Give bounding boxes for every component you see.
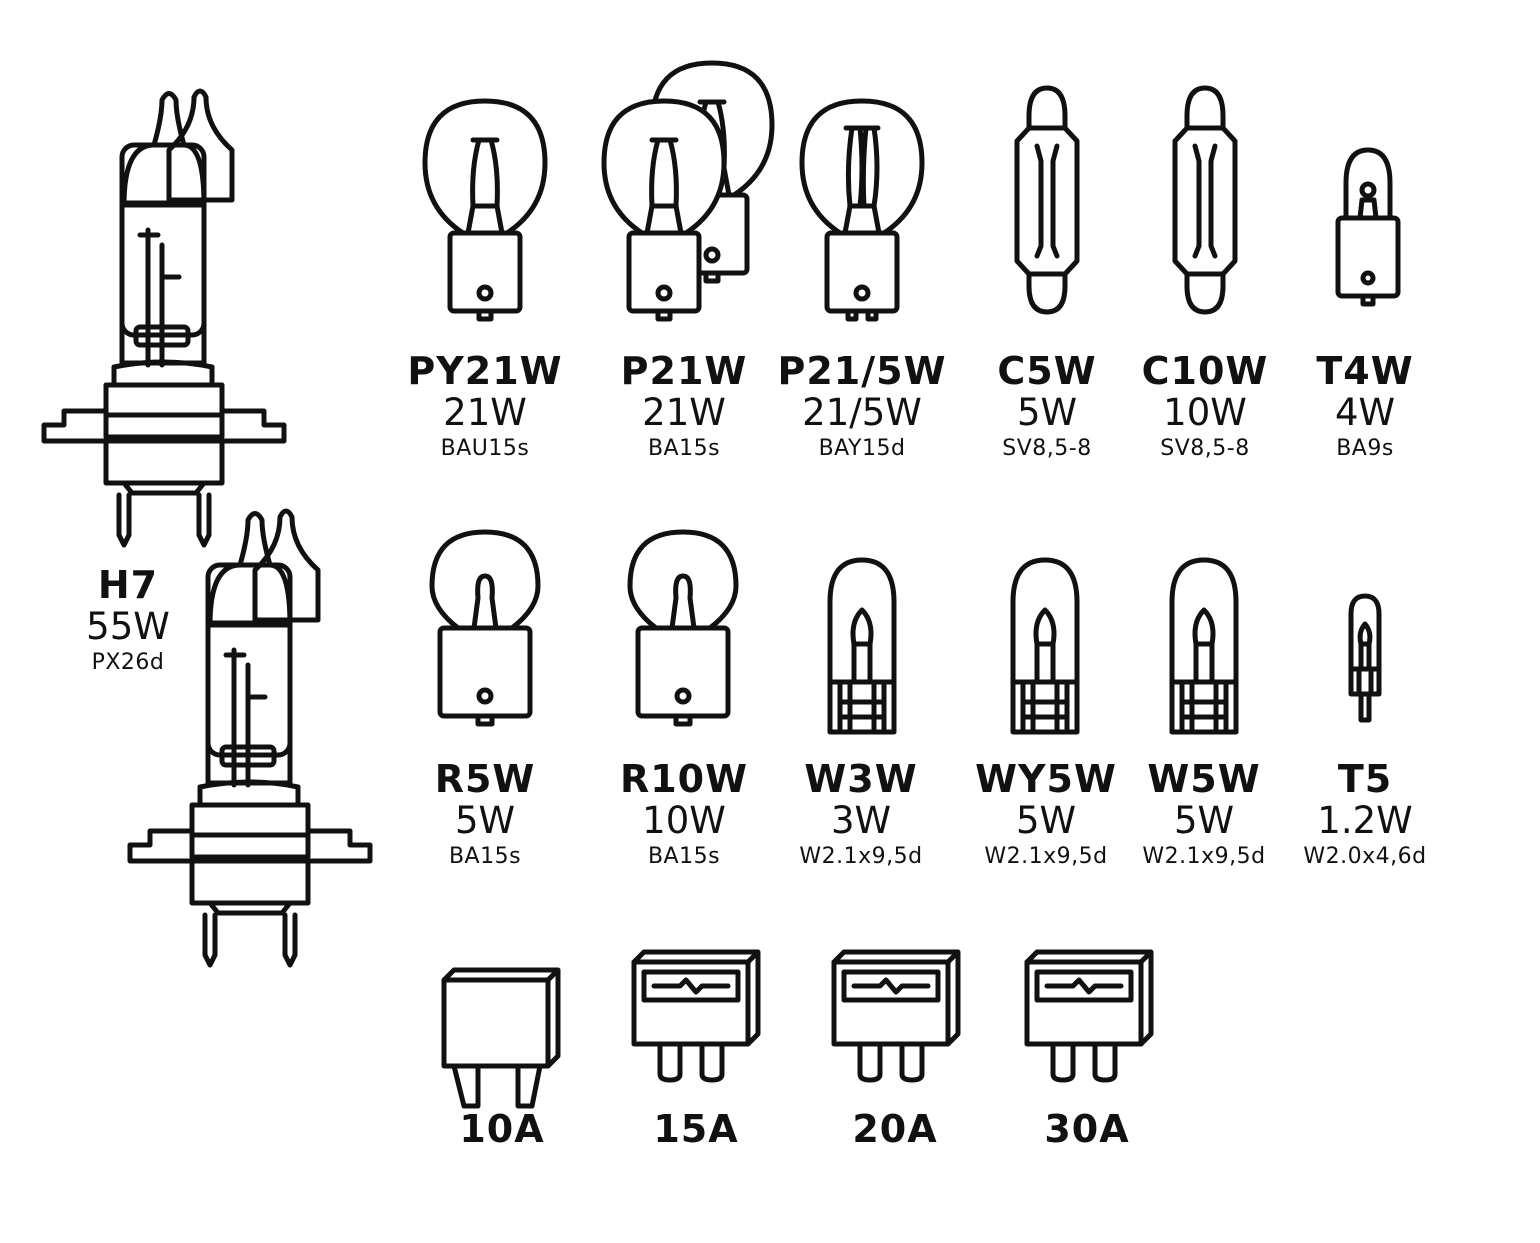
h7-halogen-bulb-icon — [130, 465, 372, 925]
bulb-base: SV8,5-8 — [1160, 436, 1250, 461]
bulb-base: PX26d — [91, 650, 165, 675]
bulb-code: T4W — [1316, 349, 1414, 393]
bulb-label-r5w: R5W 5W BA15s — [385, 760, 585, 868]
bulb-label-w3w: W3W 3W W2.1x9,5d — [761, 760, 961, 868]
bulb-code: C10W — [1141, 349, 1269, 393]
festoon-bulb-icon — [1165, 66, 1245, 326]
bulb-wattage: 4W — [1334, 391, 1396, 434]
bulb-wattage: 10W — [642, 799, 726, 842]
bulb-wattage: 55W — [86, 605, 170, 648]
bulb-wattage: 21W — [642, 391, 726, 434]
bulb-base: BA15s — [448, 844, 522, 869]
blade-fuse-icon — [630, 948, 765, 1088]
bulb-wattage: 5W — [1173, 799, 1235, 842]
bulb-code: W3W — [804, 757, 918, 801]
bulb-wattage: 5W — [1016, 391, 1078, 434]
bulb-code: W5W — [1147, 757, 1261, 801]
dual-filament-bulb-icon — [790, 68, 940, 328]
bulb-base: W2.1x9,5d — [799, 844, 923, 869]
round-bayonet-bulb-icon — [628, 528, 743, 728]
bulb-label-t4w: T4W 4W BA9s — [1265, 352, 1465, 460]
bulb-code: PY21W — [407, 349, 563, 393]
bulb-code: WY5W — [975, 757, 1117, 801]
bulb-wattage: 5W — [1015, 799, 1077, 842]
blade-fuse-icon — [440, 966, 565, 1111]
bulb-code: T5 — [1337, 757, 1393, 801]
bulb-label-p21w: P21W 21W BA15s — [584, 352, 784, 460]
single-filament-bulb-icon — [413, 68, 563, 328]
bulb-base: W2.1x9,5d — [984, 844, 1108, 869]
bulb-wattage: 21W — [443, 391, 527, 434]
fuse-label-15a: 15A — [653, 1107, 739, 1151]
bulb-code: R5W — [434, 757, 536, 801]
bulb-wattage: 21/5W — [802, 391, 922, 434]
blade-fuse-icon — [1023, 948, 1158, 1088]
small-bayonet-bulb-icon — [1328, 128, 1408, 318]
bulb-label-c10w: C10W 10W SV8,5-8 — [1105, 352, 1305, 460]
fuse-label-20a: 20A — [852, 1107, 938, 1151]
bulb-base: W2.1x9,5d — [1142, 844, 1266, 869]
bulb-wattage: 5W — [454, 799, 516, 842]
bulb-base: BAU15s — [440, 436, 530, 461]
bulb-base: BA9s — [1336, 436, 1394, 461]
festoon-bulb-icon — [1007, 66, 1087, 326]
bulb-label-r10w: R10W 10W BA15s — [584, 760, 784, 868]
bulb-base: BAY15d — [818, 436, 906, 461]
bulb-code: H7 — [97, 563, 159, 607]
bulb-base: BA15s — [647, 844, 721, 869]
bulb-base: W2.0x4,6d — [1303, 844, 1427, 869]
wedge-bulb-icon — [1164, 552, 1244, 742]
bulb-base: BA15s — [647, 436, 721, 461]
bulb-label-c5w: C5W 5W SV8,5-8 — [947, 352, 1147, 460]
bulb-label-t5: T5 1.2W W2.0x4,6d — [1265, 760, 1465, 868]
bulb-code: P21W — [620, 349, 748, 393]
wedge-bulb-icon — [822, 552, 902, 742]
h7-halogen-bulb-icon — [44, 45, 286, 505]
bulb-wattage: 1.2W — [1317, 799, 1413, 842]
round-bayonet-bulb-icon — [430, 528, 545, 728]
wedge-bulb-icon — [1005, 552, 1085, 742]
bulb-code: R10W — [619, 757, 749, 801]
bulb-label-wy5w: WY5W 5W W2.1x9,5d — [946, 760, 1146, 868]
bulb-base: SV8,5-8 — [1002, 436, 1092, 461]
small-wedge-bulb-icon — [1345, 594, 1385, 724]
bulb-wattage: 3W — [830, 799, 892, 842]
fuse-label-10a: 10A — [459, 1107, 545, 1151]
blade-fuse-icon — [830, 948, 965, 1088]
double-bulb-icon — [592, 68, 742, 328]
bulb-label-py21w: PY21W 21W BAU15s — [385, 352, 585, 460]
bulb-label-w5w: W5W 5W W2.1x9,5d — [1104, 760, 1304, 868]
bulb-code: C5W — [997, 349, 1097, 393]
h7-label: H7 55W PX26d — [28, 566, 228, 674]
bulb-code: P21/5W — [777, 349, 947, 393]
bulb-wattage: 10W — [1163, 391, 1247, 434]
fuse-label-30a: 30A — [1044, 1107, 1130, 1151]
bulb-label-p21-5w: P21/5W 21/5W BAY15d — [762, 352, 962, 460]
